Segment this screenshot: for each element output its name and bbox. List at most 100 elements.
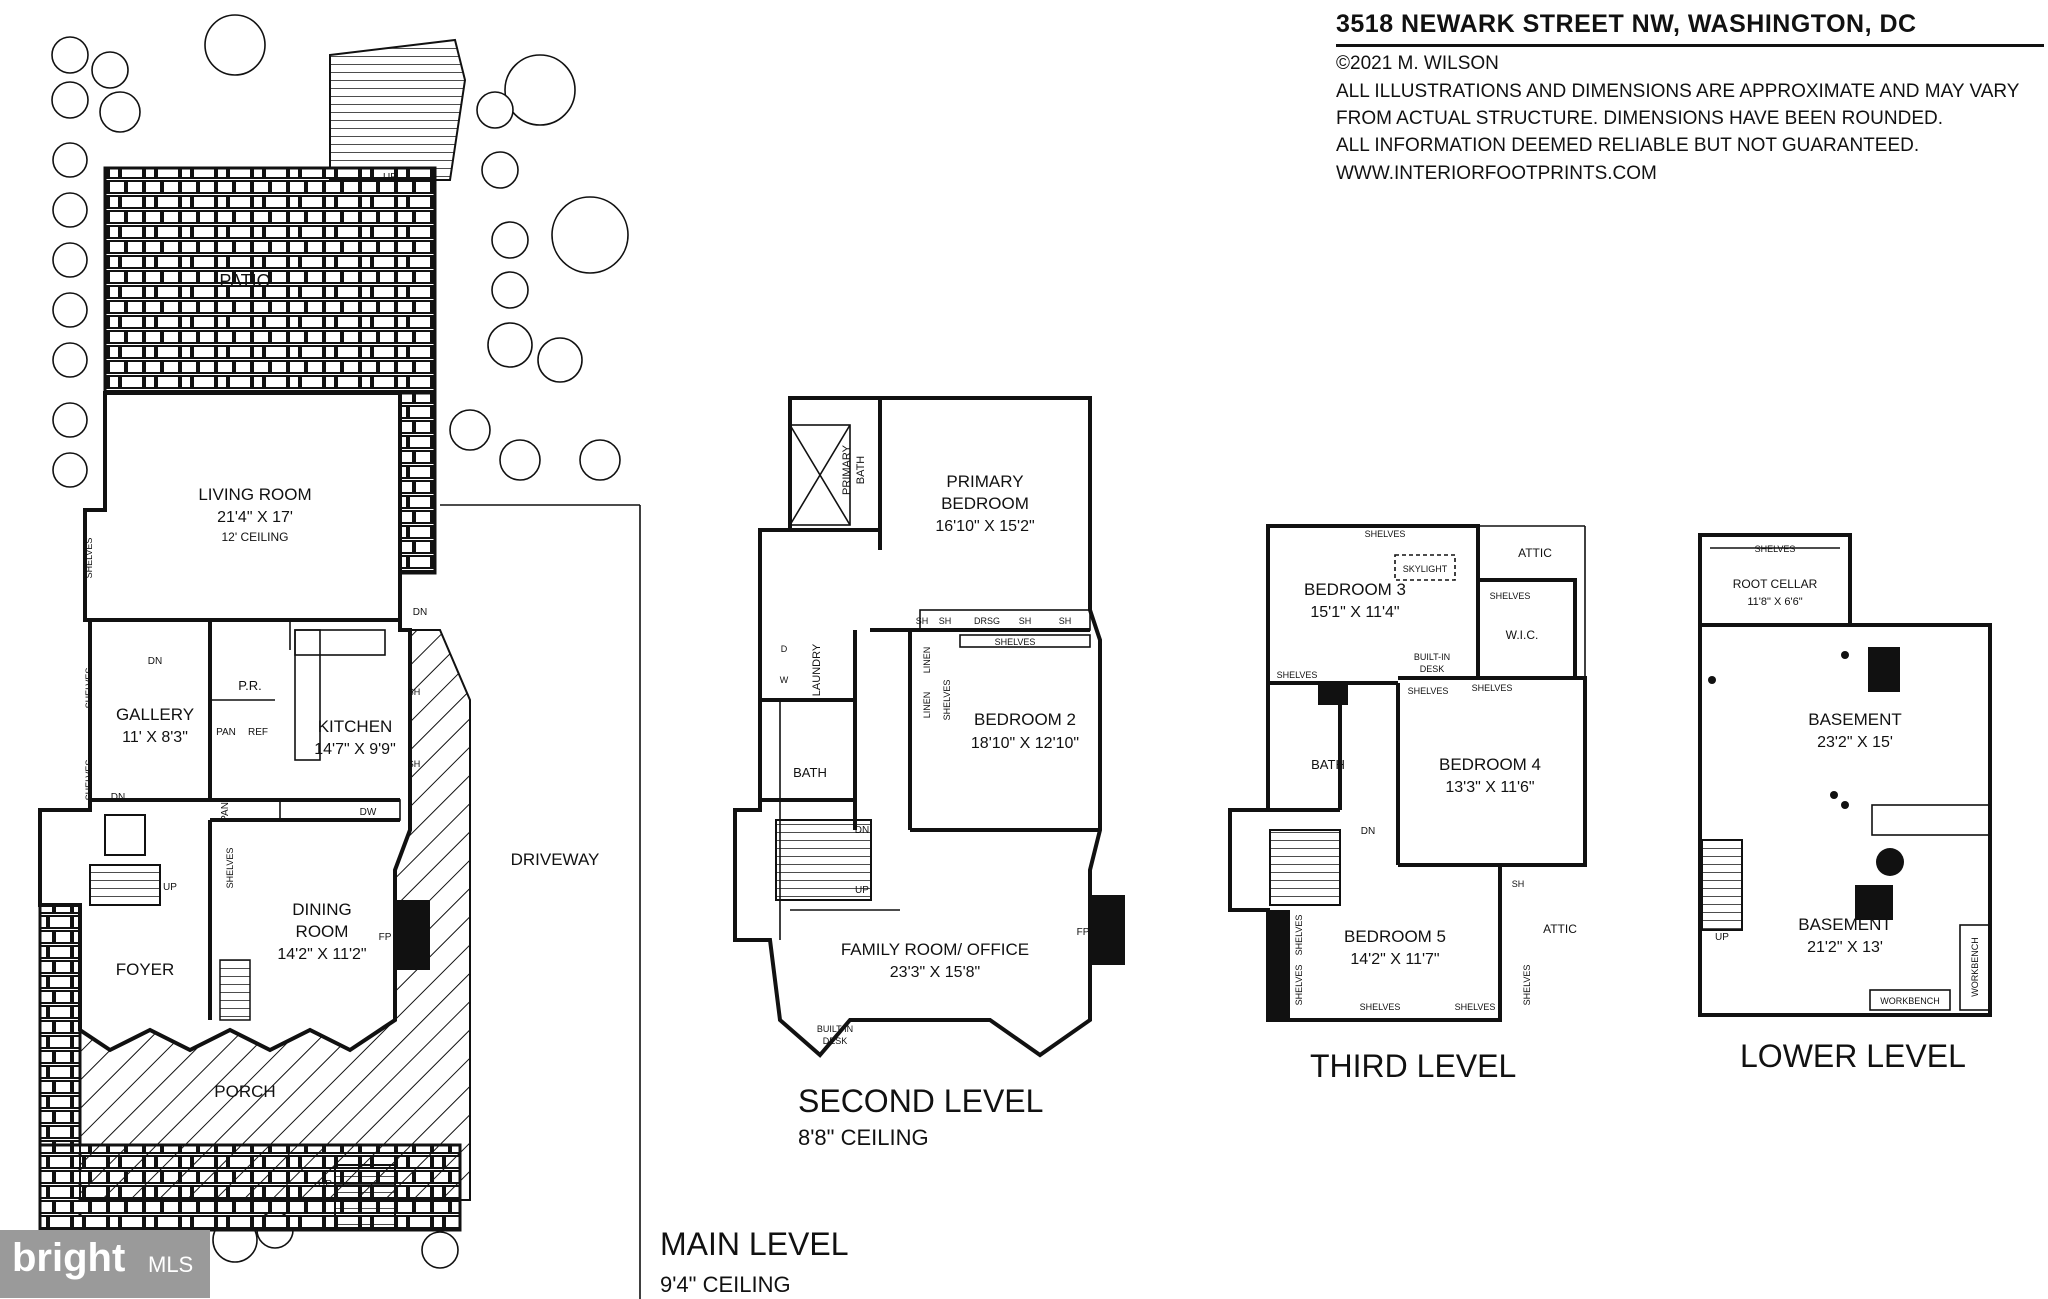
third-shelves-closet: SHELVES bbox=[1490, 591, 1531, 601]
primary-bedroom-label-2: BEDROOM bbox=[941, 494, 1029, 513]
header-rule bbox=[1336, 44, 2044, 47]
linen-label-2: LINEN bbox=[922, 692, 932, 719]
workbench-label-2: WORKBENCH bbox=[1970, 937, 1980, 997]
disclaimer-line-1: ALL ILLUSTRATIONS AND DIMENSIONS ARE APP… bbox=[1336, 81, 2020, 102]
property-address: 3518 NEWARK STREET NW, WASHINGTON, DC bbox=[1336, 10, 1917, 38]
gallery-dn-label: DN bbox=[148, 656, 162, 667]
bath-second-label: BATH bbox=[793, 765, 827, 780]
third-shelves-mid-1: SHELVES bbox=[1408, 686, 1449, 696]
bedroom-3-label: BEDROOM 3 bbox=[1304, 580, 1406, 599]
refrigerator-label: REF bbox=[248, 727, 268, 738]
foyer-label: FOYER bbox=[116, 960, 175, 979]
basement-label-2: BASEMENT bbox=[1798, 915, 1892, 934]
workbench-label-1: WORKBENCH bbox=[1880, 996, 1940, 1006]
sh-third-label: SH bbox=[1512, 879, 1525, 889]
patio-label: PATIO bbox=[219, 271, 270, 291]
second-level-outline bbox=[733, 396, 1102, 1058]
lower-up-label: UP bbox=[1715, 932, 1729, 943]
third-shelves-b5: SHELVES bbox=[1522, 965, 1532, 1006]
wic-label: W.I.C. bbox=[1506, 628, 1539, 642]
root-cellar-dim: 11'8" X 6'6" bbox=[1747, 596, 1802, 608]
driveway-label: DRIVEWAY bbox=[511, 850, 600, 869]
main-level-title: MAIN LEVEL bbox=[660, 1226, 849, 1262]
porch bbox=[79, 629, 471, 1201]
dryer-label: D bbox=[781, 644, 788, 654]
fireplace-second-label: FP bbox=[1077, 927, 1090, 938]
basement-label-1: BASEMENT bbox=[1808, 710, 1902, 729]
bedroom-2-label: BEDROOM 2 bbox=[974, 710, 1076, 729]
second-level-ceiling: 8'8" CEILING bbox=[798, 1125, 929, 1150]
attic-label-2: ATTIC bbox=[1543, 922, 1577, 936]
shelf-label-2: SH bbox=[408, 759, 421, 769]
shelves-living-label: SHELVES bbox=[84, 538, 94, 579]
bedroom-5-label: BEDROOM 5 bbox=[1344, 927, 1446, 946]
shelf-label-1: SH bbox=[408, 687, 421, 697]
third-level-title: THIRD LEVEL bbox=[1310, 1048, 1516, 1084]
patio bbox=[103, 166, 437, 395]
pantry-2-label: PAN bbox=[220, 802, 231, 822]
fireplace-main bbox=[395, 900, 430, 970]
fireplace-main-label: FP bbox=[379, 932, 392, 943]
lower-level-plan: SHELVES ROOT CELLAR 11'8" X 6'6" BASEMEN… bbox=[1698, 533, 1992, 1074]
basement-dim-2: 21'2" X 13' bbox=[1807, 939, 1883, 956]
third-shelves-left: SHELVES bbox=[1277, 670, 1318, 680]
lower-level-title: LOWER LEVEL bbox=[1740, 1038, 1966, 1074]
third-shelves-top: SHELVES bbox=[1365, 529, 1406, 539]
desk-third-label: DESK bbox=[1420, 664, 1445, 674]
family-room-dim: 23'3" X 15'8" bbox=[890, 964, 980, 981]
second-level-title: SECOND LEVEL bbox=[798, 1083, 1043, 1119]
powder-room-label: P.R. bbox=[238, 678, 262, 693]
bath-third-label: BATH bbox=[1311, 757, 1345, 772]
built-in-third-label: BUILT-IN bbox=[1414, 652, 1450, 662]
kitchen-label: KITCHEN bbox=[318, 717, 393, 736]
kitchen-dim: 14'7" X 9'9" bbox=[314, 741, 396, 758]
shelves-dining-label: SHELVES bbox=[225, 848, 235, 889]
fireplace-second bbox=[1090, 895, 1125, 965]
up-second-label: UP bbox=[855, 885, 869, 896]
bedroom-4-label: BEDROOM 4 bbox=[1439, 755, 1541, 774]
second-level-plan: PRIMARY BEDROOM 16'10" X 15'2" PRIMARY B… bbox=[733, 396, 1125, 1150]
built-in-desk-label: BUILT-IN bbox=[817, 1024, 853, 1034]
disclaimer-line-3: ALL INFORMATION DEEMED RELIABLE BUT NOT … bbox=[1336, 135, 1920, 156]
third-shelves-b1: SHELVES bbox=[1294, 915, 1304, 956]
bedroom-3-dim: 15'1" X 11'4" bbox=[1310, 604, 1399, 621]
third-shelves-mid-2: SHELVES bbox=[1472, 683, 1513, 693]
shelves-gallery-label: SHELVES bbox=[84, 668, 94, 709]
sh-label-4: SH bbox=[1059, 616, 1072, 626]
skylight-label: SKYLIGHT bbox=[1403, 564, 1448, 574]
third-shelves-b2: SHELVES bbox=[1294, 965, 1304, 1006]
primary-bedroom-label: PRIMARY bbox=[946, 472, 1023, 491]
attic-label-1: ATTIC bbox=[1518, 546, 1552, 560]
walkway-up-label: UP bbox=[383, 172, 397, 183]
porch-up-label: UP bbox=[318, 1179, 332, 1190]
sh-label-2: SH bbox=[939, 616, 952, 626]
rear-walkway bbox=[329, 38, 467, 181]
primary-bath-label-2: BATH bbox=[855, 456, 867, 485]
linen-label-1: LINEN bbox=[922, 647, 932, 674]
dn-third-label: DN bbox=[1361, 826, 1375, 837]
third-level-plan: SHELVES SKYLIGHT ATTIC BEDROOM 3 15'1" X… bbox=[1228, 524, 1587, 1084]
dining-room-dim: 14'2" X 11'2" bbox=[277, 946, 366, 963]
dining-room-label: DINING bbox=[292, 900, 352, 919]
dining-room-label-2: ROOM bbox=[296, 922, 349, 941]
sh-label-3: SH bbox=[1019, 616, 1032, 626]
living-room-ceiling: 12' CEILING bbox=[222, 530, 289, 544]
bedroom-2-dim: 18'10" X 12'10" bbox=[971, 735, 1079, 752]
gallery-label: GALLERY bbox=[116, 705, 194, 724]
third-shelves-b3: SHELVES bbox=[1360, 1002, 1401, 1012]
dn-label-living: DN bbox=[413, 607, 427, 618]
bright-mls-logo: bright MLS bbox=[0, 1230, 210, 1298]
living-room-dim: 21'4" X 17' bbox=[217, 509, 293, 526]
trees-right bbox=[421, 54, 629, 1269]
living-room-label: LIVING ROOM bbox=[198, 485, 311, 504]
lower-shelves-label: SHELVES bbox=[1755, 544, 1796, 554]
bedroom-4-dim: 13'3" X 11'6" bbox=[1445, 779, 1534, 796]
foyer-dn-label: DN bbox=[111, 792, 125, 803]
primary-bedroom-dim: 16'10" X 15'2" bbox=[935, 518, 1034, 535]
gallery-dim: 11' X 8'3" bbox=[122, 729, 188, 746]
main-level-plan: PATIO UP LIVING ROOM 21'4" X 17' 12' CEI… bbox=[38, 14, 849, 1299]
dn-second-label: DN bbox=[855, 825, 869, 836]
trees-left bbox=[51, 14, 294, 1263]
logo-brand: bright bbox=[12, 1236, 126, 1280]
sh-label-1: SH bbox=[916, 616, 929, 626]
